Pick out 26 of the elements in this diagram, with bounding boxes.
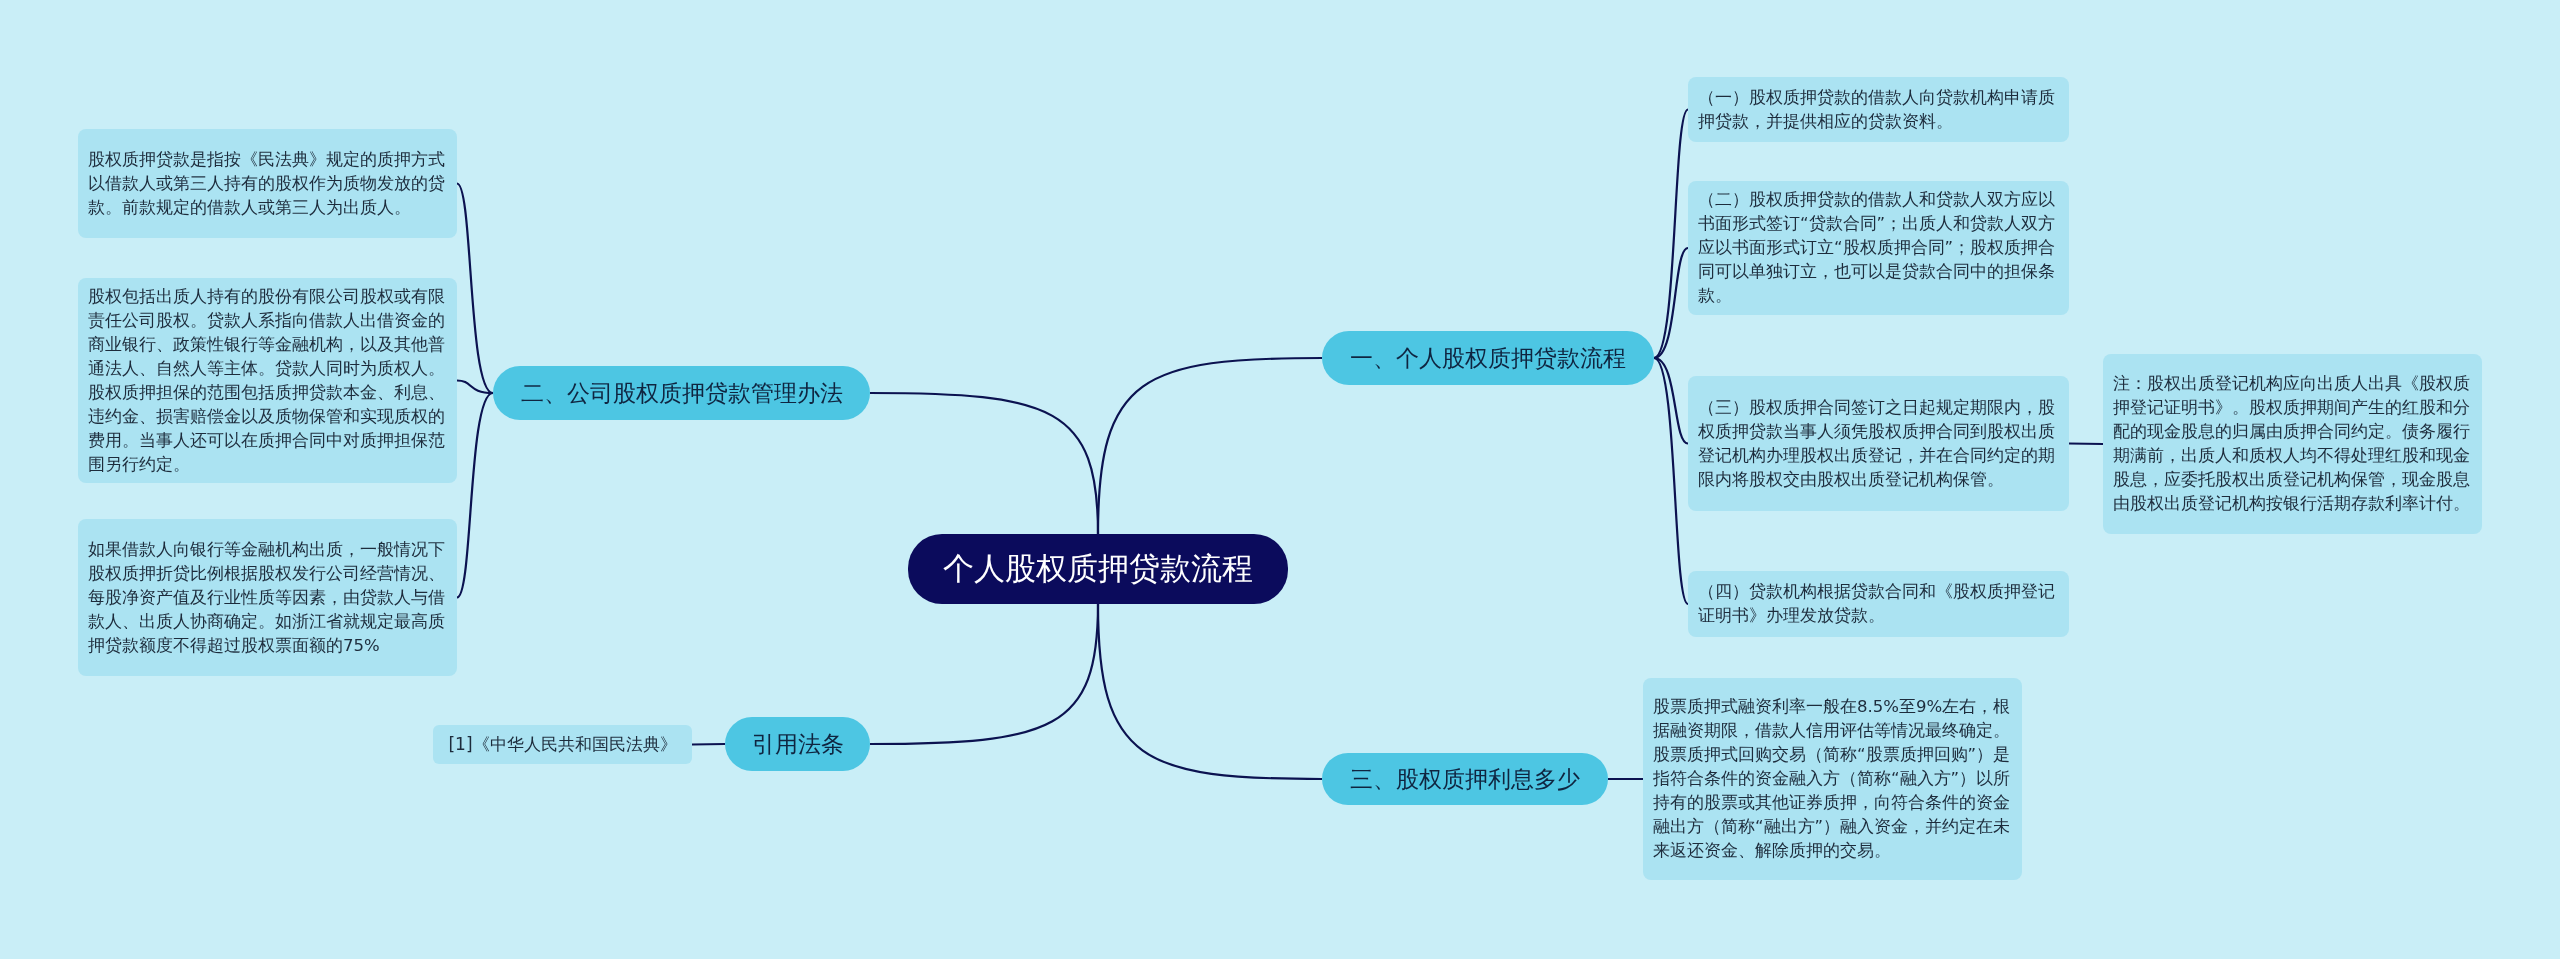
text-card: （三）股权质押合同签订之日起规定期限内，股权质押贷款当事人须凭股权质押合同到股权出质登记机构办理股权出质登记，并在合同约定的期限内将股权交由股权出质登记机构保管。 — [1688, 376, 2069, 511]
central-topic: 个人股权质押贷款流程 — [908, 534, 1288, 604]
topic-pill: 二、公司股权质押贷款管理办法 — [493, 366, 870, 420]
connector-line — [692, 742, 725, 746]
connector-line — [1653, 357, 1689, 605]
topic-pill: 三、股权质押利息多少 — [1322, 753, 1608, 805]
topic-pill: 引用法条 — [725, 717, 870, 771]
text-card: 如果借款人向银行等金融机构出质，一般情况下股权质押折贷比例根据股权发行公司经营情况、每股净资产值及行业性质等因素，由贷款人与借款人、出质人协商确定。如浙江省就规定最高质押贷款额度不得超过股权票面额的75% — [78, 519, 457, 676]
text-card: 注：股权出质登记机构应向出质人出具《股权质押登记证明书》。股权质押期间产生的红股和分配的现金股息的归属由质押合同约定。债务履行期满前，出质人和质权人均不得处理红股和现金股息，应委托股权出质登记机构保管，现金股息由股权出质登记机构按银行活期存款利率计付。 — [2103, 354, 2482, 534]
text-card: （四）贷款机构根据贷款合同和《股权质押登记证明书》办理发放贷款。 — [1688, 571, 2069, 637]
topic-pill: 一、个人股权质押贷款流程 — [1322, 331, 1654, 385]
connector-line — [1653, 356, 1689, 445]
text-card: 股权质押贷款是指按《民法典》规定的质押方式以借款人或第三人持有的股权作为质物发放的贷款。前款规定的借款人或第三人为出质人。 — [78, 129, 457, 238]
text-card: （一）股权质押贷款的借款人向贷款机构申请质押贷款，并提供相应的贷款资料。 — [1688, 77, 2069, 142]
connector-line — [2069, 442, 2103, 446]
text-card: 股权包括出质人持有的股份有限公司股权或有限责任公司股权。贷款人系指向借款人出借资金的商业银行、政策性银行等金融机构，以及其他普通法人、自然人等主体。贷款人同时为质权人。股权质押担保的范围包括质押贷款本金、利息、违约金、损害赔偿金以及质物保管和实现质权的费用。当事人还可以在质押合同中对质押担保范围另行约定。 — [78, 278, 457, 483]
connector-line — [870, 391, 1100, 535]
connector-line — [870, 603, 1100, 746]
connector-line — [456, 182, 494, 394]
connector-line — [1608, 777, 1643, 781]
connector-line — [1653, 108, 1689, 359]
connector-line — [1653, 247, 1689, 359]
text-card: （二）股权质押贷款的借款人和贷款人双方应以书面形式签订“贷款合同”；出质人和贷款人双方应以书面形式订立“股权质押合同”；股权质押合同可以单独订立，也可以是贷款合同中的担保条款。 — [1688, 181, 2069, 315]
reference-tag: [1]《中华人民共和国民法典》 — [433, 725, 692, 764]
text-card: 股票质押式融资利率一般在8.5%至9%左右，根据融资期限，借款人信用评估等情况最终确定。股票质押式回购交易（简称“股票质押回购”）是指符合条件的资金融入方（简称“融入方”）以所持有的股票或其他证券质押，向符合条件的资金融出方（简称“融出方”）融入资金，并约定在未来返还资金、解除质押的交易。 — [1643, 678, 2022, 880]
connector-line — [456, 392, 494, 599]
